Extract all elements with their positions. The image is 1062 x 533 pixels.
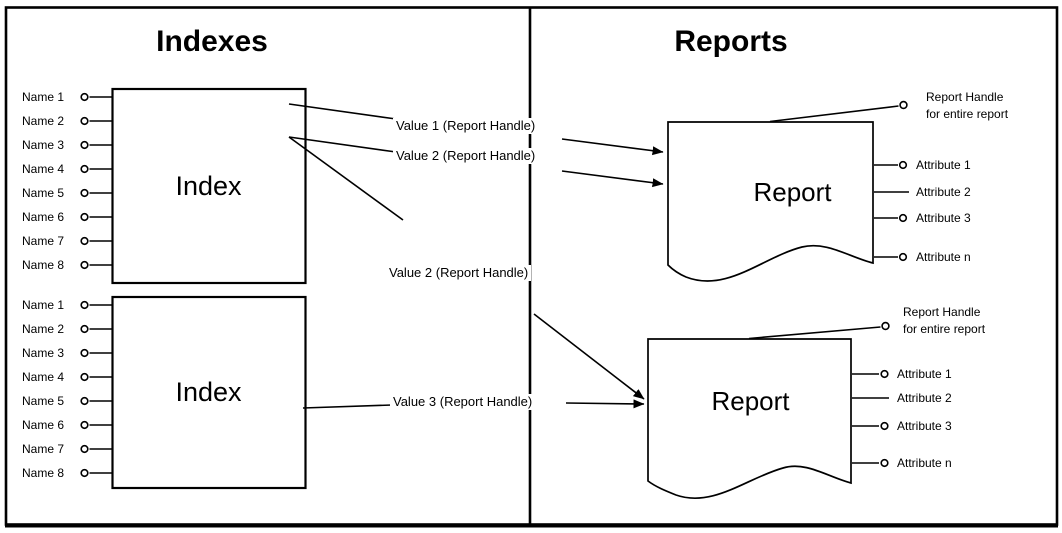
report-bottom-handle-text-line1: Report Handle <box>903 305 981 319</box>
report-bottom-attribute-n: Attribute n <box>897 456 952 470</box>
index-top-name-connectors <box>80 92 114 270</box>
index-bottom-name-2: Name 2 <box>22 322 65 336</box>
report-bottom-attribute-2: Attribute 2 <box>897 391 952 405</box>
index-bottom-name-6: Name 6 <box>22 418 65 432</box>
report-top-attribute-3: Attribute 3 <box>916 211 971 225</box>
value-leader-lines <box>288 103 404 409</box>
outer-frame <box>4 6 1059 528</box>
index-top-name-3: Name 3 <box>22 138 65 152</box>
index-top-name-2: Name 2 <box>22 114 65 128</box>
index-top-label: Index <box>175 170 242 201</box>
link-label-value3: Value 3 (Report Handle) <box>390 394 536 410</box>
reports-section-title: Reports <box>674 25 788 58</box>
index-top-name-1: Name 1 <box>22 90 65 104</box>
report-top-attribute-1: Attribute 1 <box>916 158 971 172</box>
report-top-handle-text-line1: Report Handle <box>926 90 1004 104</box>
report-top-document-shape <box>667 121 874 282</box>
index-bottom-box-outline <box>111 295 307 490</box>
index-top-name-4: Name 4 <box>22 162 65 176</box>
value-arrows <box>533 138 664 409</box>
report-bottom-label: Report <box>711 386 790 416</box>
index-bottom-name-7: Name 7 <box>22 442 65 456</box>
report-bottom-document-shape <box>647 338 852 500</box>
index-bottom-name-5: Name 5 <box>22 394 65 408</box>
report-top-label: Report <box>753 176 832 207</box>
index-top-name-7: Name 7 <box>22 234 65 248</box>
report-bottom-handle-connector <box>748 321 890 340</box>
index-bottom-name-3: Name 3 <box>22 346 65 360</box>
index-top-name-8: Name 8 <box>22 258 65 272</box>
report-top-attribute-2: Attribute 2 <box>916 185 971 199</box>
index-bottom-name-1: Name 1 <box>22 298 65 312</box>
index-bottom-name-8: Name 8 <box>22 466 65 480</box>
index-bottom-label: Index <box>175 377 242 407</box>
report-top-handle-text-line2: for entire report <box>926 107 1009 121</box>
report-bottom-attribute-connectors <box>852 369 889 468</box>
link-label-value2-upper: Value 2 (Report Handle) <box>393 148 539 164</box>
index-top-box-outline <box>111 87 307 285</box>
report-bottom-handle-text-line2: for entire report <box>903 322 986 336</box>
index-bottom-name-connectors <box>80 300 114 478</box>
report-bottom-attribute-1: Attribute 1 <box>897 367 952 381</box>
index-top-name-5: Name 5 <box>22 186 65 200</box>
index-bottom-name-4: Name 4 <box>22 370 65 384</box>
index-top-name-6: Name 6 <box>22 210 65 224</box>
link-label-value2-lower: Value 2 (Report Handle) <box>386 265 532 281</box>
report-top-attribute-n: Attribute n <box>916 250 971 264</box>
report-bottom-attribute-3: Attribute 3 <box>897 419 952 433</box>
report-top-handle-connector <box>769 100 908 123</box>
link-label-value1: Value 1 (Report Handle) <box>393 118 539 134</box>
indexes-section-title: Indexes <box>156 25 268 58</box>
report-top-attribute-connectors <box>874 160 909 262</box>
